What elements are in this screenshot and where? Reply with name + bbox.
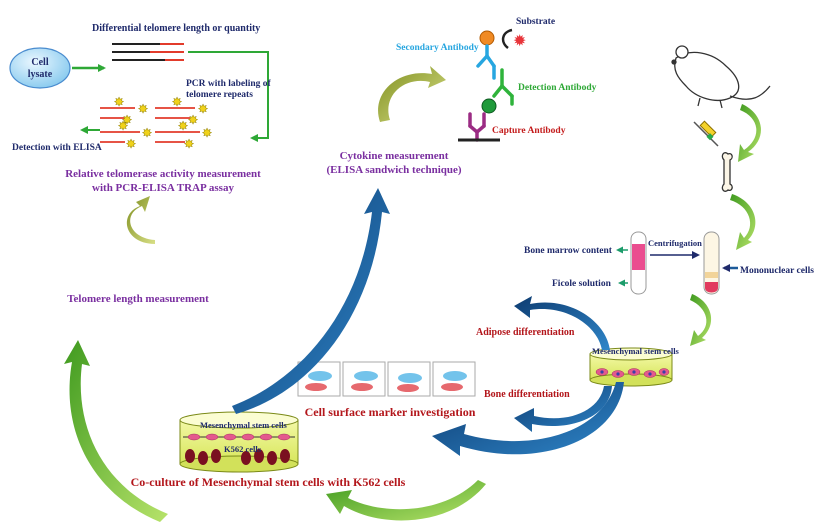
telomere-section: Cell lysate Differential telomere length…	[9, 23, 272, 305]
flow-plot-3	[387, 361, 431, 397]
bone-marrow-label: Bone marrow content	[524, 246, 613, 256]
telomere-strands	[112, 43, 184, 61]
trap-title-line1: Relative telomerase activity measurement	[65, 168, 261, 180]
svg-text:✸: ✸	[114, 95, 124, 109]
coculture-title: Co-culture of Mesenchymal stem cells wit…	[131, 475, 406, 489]
svg-text:✸: ✸	[142, 126, 152, 140]
elisa-cycle-arrow	[378, 66, 446, 122]
svg-text:✸: ✸	[118, 119, 128, 133]
secondary-antibody-icon	[476, 44, 496, 80]
svg-text:✸: ✸	[178, 119, 188, 133]
pcr-label-line2: telomere repeats	[186, 90, 253, 100]
detection-label: Detection with ELISA	[12, 143, 102, 153]
mouse-to-syringe-arrow	[738, 104, 761, 162]
svg-text:✸: ✸	[184, 137, 194, 151]
substrate-burst-icon: ✹	[513, 31, 526, 50]
elisa-title-line2: (ELISA sandwich technique)	[326, 164, 461, 176]
svg-text:✸: ✸	[188, 113, 198, 127]
bone-icon	[721, 152, 733, 192]
tube-bone-marrow	[630, 231, 647, 295]
mouse-icon	[671, 45, 771, 109]
cell-lysate-ellipse	[9, 47, 71, 89]
svg-text:✸: ✸	[122, 113, 132, 127]
antigen-ball	[481, 98, 497, 114]
pcr-label-line1: PCR with labeling of	[186, 79, 272, 89]
detection-antibody-label: Detection Antibody	[518, 83, 597, 93]
pcr-bracket-arrow	[188, 51, 269, 142]
adipose-loop-arrow	[514, 296, 610, 350]
trap-cycle-arrow	[126, 196, 155, 244]
big-arrow-to-telomere	[64, 340, 168, 522]
substrate-label: Substrate	[516, 17, 555, 27]
cell-lysate-line2: lysate	[28, 69, 53, 80]
tube-mononuclear	[703, 231, 720, 295]
labeled-strands	[100, 107, 200, 143]
label-stars: ✸✸✸ ✸✸✸ ✸✸✸ ✸✸✸	[114, 95, 212, 151]
capture-antibody-icon	[468, 112, 486, 142]
flow-plot-2	[342, 361, 386, 397]
elisa-title-line1: Cytokine measurement	[340, 150, 449, 162]
flow-plots	[297, 361, 476, 397]
flow-plot-4	[432, 361, 476, 397]
secondary-antibody-label: Secondary Antibody	[396, 43, 479, 53]
enzyme-ball	[479, 30, 495, 46]
capture-antibody-label: Capture Antibody	[492, 126, 566, 136]
bone-diff-label: Bone differentiation	[484, 389, 570, 400]
bone-to-tube-arrow	[730, 194, 756, 250]
ficole-label: Ficole solution	[552, 279, 612, 289]
substrate-curl-arrow	[501, 28, 513, 49]
coculture-dish	[179, 411, 299, 473]
svg-text:✸: ✸	[202, 126, 212, 140]
syringe-icon	[693, 120, 719, 147]
svg-text:✸: ✸	[172, 95, 182, 109]
svg-text:✸: ✸	[198, 102, 208, 116]
detection-antibody-icon	[492, 68, 514, 106]
big-arrow-to-coculture	[326, 480, 486, 521]
mononuclear-label: Mononuclear cells	[740, 266, 814, 276]
big-arrow-to-elisa	[232, 188, 390, 414]
cell-lysate-line1: Cell	[31, 57, 48, 68]
trap-title-line2: with PCR-ELISA TRAP assay	[92, 182, 234, 194]
svg-text:✸: ✸	[126, 137, 136, 151]
isolation-section: Bone marrow content Centrifugation Monon…	[476, 45, 814, 432]
tube-to-dish-arrow	[690, 294, 712, 346]
elisa-section: Substrate ✹ Secondary Antibody Detection…	[326, 17, 596, 176]
big-arrow-to-flow	[432, 382, 624, 456]
coculture-msc-label: Mesenchymal stem cells	[200, 420, 288, 430]
adipose-label: Adipose differentiation	[476, 327, 575, 338]
bone-loop-arrow	[514, 386, 612, 432]
surface-marker-label: Cell surface marker investigation	[305, 405, 476, 419]
k562-label: K562 cells	[224, 444, 262, 454]
msc-dish-right-label: Mesenchymal stem cells	[592, 346, 680, 356]
differential-label: Differential telomere length or quantity	[92, 23, 260, 34]
msc-dish-right	[589, 347, 673, 387]
telomere-length-label: Telomere length measurement	[67, 293, 209, 305]
svg-text:✸: ✸	[138, 102, 148, 116]
centrifugation-label: Centrifugation	[648, 238, 702, 248]
